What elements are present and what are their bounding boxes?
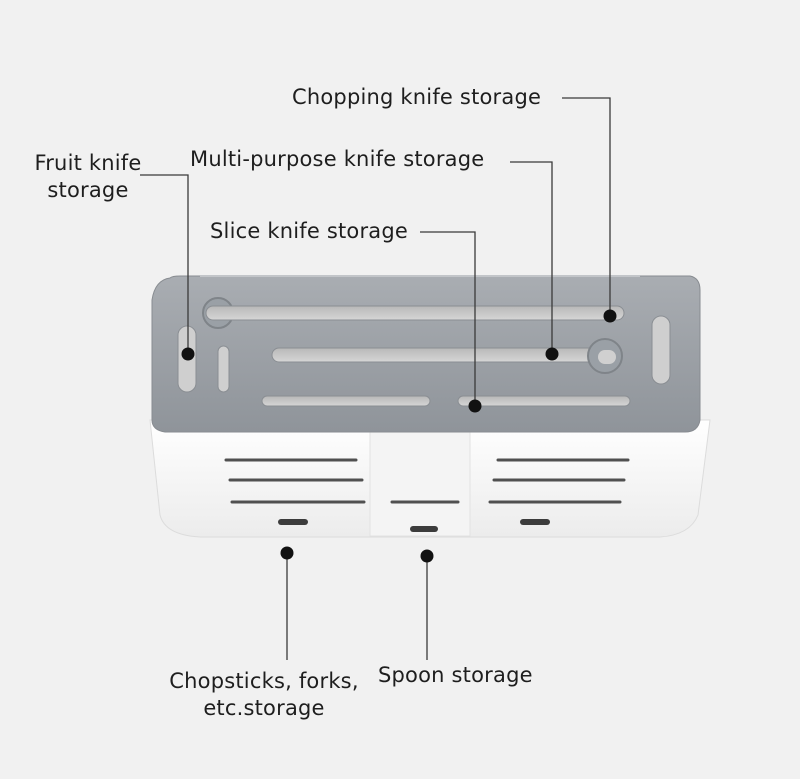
callout-chopping-knife-storage: Chopping knife storage: [292, 85, 542, 109]
callout-fruit-knife-line1: Fruit knife: [34, 151, 142, 175]
callout-chopsticks-forks-storage: Chopsticks, forks, etc.storage: [160, 668, 368, 722]
slice-knife-slot: [261, 395, 631, 407]
callout-slice-knife-storage: Slice knife storage: [210, 219, 409, 243]
chopping-knife-slot: [202, 297, 625, 329]
callout-chopsticks-line1: Chopsticks, forks,: [169, 669, 359, 693]
fruit-knife-slot: [177, 325, 230, 393]
multi-purpose-knife-slot: [271, 338, 623, 374]
callout-multi-purpose-knife-storage: Multi-purpose knife storage: [190, 147, 485, 171]
side-slot: [651, 315, 671, 385]
callout-fruit-knife-line2: storage: [47, 178, 129, 202]
callout-leader-lines: [140, 97, 611, 660]
right-compartment-vents: [488, 458, 630, 504]
callout-dots: [181, 309, 617, 563]
callout-fruit-knife-storage: Fruit knife storage: [28, 150, 148, 204]
left-compartment-vents: [224, 458, 366, 504]
callout-chopsticks-line2: etc.storage: [203, 696, 325, 720]
holder-middle-compartment: [369, 431, 471, 537]
callout-spoon-storage: Spoon storage: [378, 663, 533, 687]
